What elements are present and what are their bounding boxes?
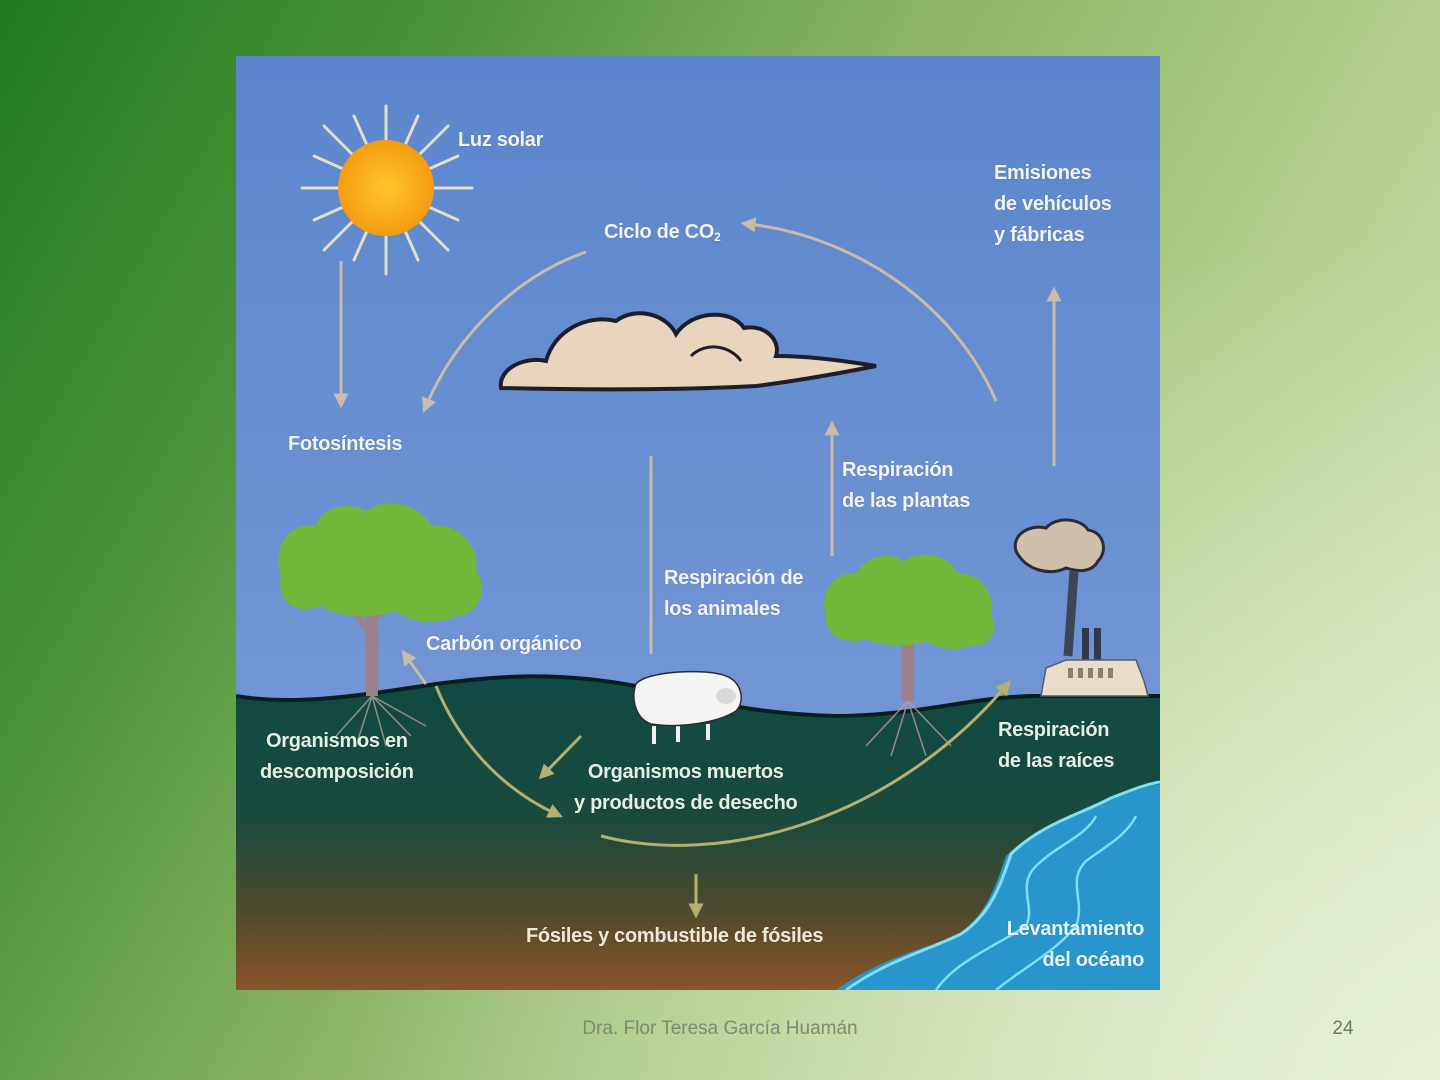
slide-page-number: 24 [1332,1018,1354,1039]
label-emissions: Emisiones de vehículos y fábricas [994,158,1112,251]
label-sunlight: Luz solar [458,129,544,151]
ocean-icon [836,780,1160,990]
tree-icon-left [278,503,483,747]
cloud-icon [498,311,877,392]
sun-icon [300,104,474,276]
label-decomposing-line2: descomposición [260,761,414,783]
label-plant-respiration: Respiración de las plantas [842,455,970,517]
label-decomposing-line1: Organismos en [266,730,408,752]
factory-icon [1013,518,1149,697]
label-plant-respiration-line2: de las plantas [842,490,971,512]
label-animal-respiration-line2: los animales [664,598,781,620]
sheep-icon [633,670,742,744]
label-emissions-line1: Emisiones [994,162,1092,184]
label-organic-carbon: Carbón orgánico [426,633,582,655]
label-animal-respiration-line1: Respiración de [664,567,804,589]
label-ocean-uplift: Levantamiento del océano [988,914,1145,976]
label-co2-cycle: Ciclo de CO2 [604,217,721,253]
label-ocean-uplift-line2: del océano [1042,949,1145,971]
label-root-respiration: Respiración de las raíces [998,715,1115,777]
label-photosynthesis: Fotosíntesis [288,433,403,455]
label-co2-cycle-text: Ciclo de CO [604,221,715,243]
label-plant-respiration-line1: Respiración [842,459,954,481]
label-dead-organisms: Organismos muertos y productos de desech… [574,757,798,819]
carbon-cycle-diagram: Luz solar Ciclo de CO2 Emisiones de vehí… [236,56,1160,990]
label-root-respiration-line2: de las raíces [998,750,1115,772]
label-emissions-line3: y fábricas [994,224,1085,246]
footer-author: Dra. Flor Teresa García Huamán [582,1018,858,1039]
label-fossils: Fósiles y combustible de fósiles [526,925,824,947]
label-dead-organisms-line2: y productos de desecho [574,792,798,814]
label-decomposing-organisms: Organismos en descomposición [260,726,414,788]
label-dead-organisms-line1: Organismos muertos [587,761,784,783]
tree-icon-right [824,554,995,757]
label-animal-respiration: Respiración de los animales [664,563,803,625]
diagram-illustration [236,56,1160,990]
label-root-respiration-line1: Respiración [998,719,1110,741]
label-ocean-uplift-line1: Levantamiento [1006,918,1145,940]
label-co2-subscript: 2 [714,230,721,244]
label-emissions-line2: de vehículos [994,193,1112,215]
